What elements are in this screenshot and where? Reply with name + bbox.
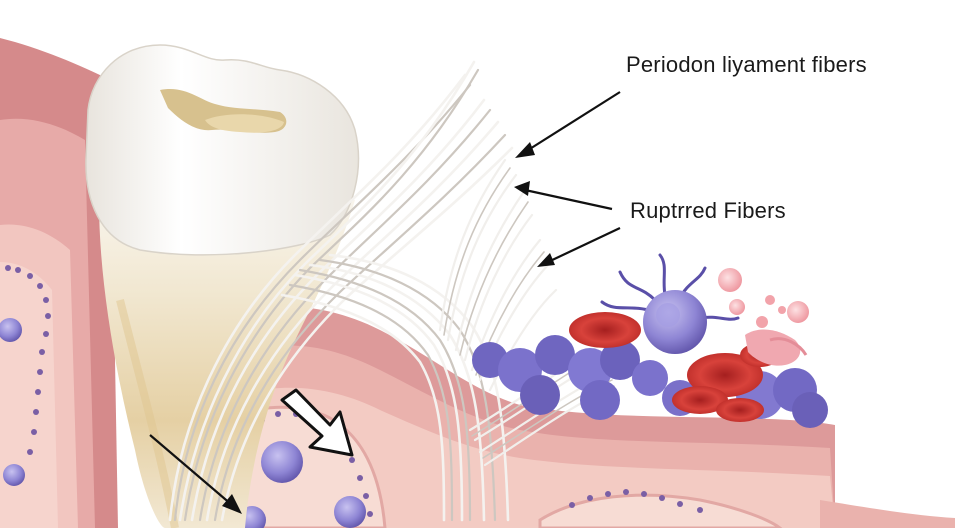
arrow-to-bone-cell — [149, 434, 233, 506]
immune-cell-bone — [261, 441, 303, 483]
white-pointer-arrow — [280, 388, 354, 457]
tissue-debris — [718, 268, 809, 366]
immune-cell-bone-lower — [334, 496, 366, 528]
macrophage-cell — [600, 253, 740, 354]
right-bone-compartment — [538, 489, 783, 528]
tooth-crown — [85, 44, 360, 256]
arrow-to-ruptured-fibers-2 — [547, 227, 621, 263]
annotation-arrows — [149, 91, 621, 514]
periodontal-ligament-fibers-label: Periodon liyament fibers — [626, 52, 867, 77]
left-cell — [0, 318, 22, 342]
ligament-fibers — [168, 60, 616, 522]
ruptured-fibers-label: Ruptrred Fibers — [630, 198, 786, 223]
arrow-to-periodontal-fibers — [524, 91, 621, 153]
left-cell-dots — [5, 265, 51, 455]
arrow-to-ruptured-fibers-1 — [524, 188, 613, 211]
left-cell-lower — [3, 464, 25, 486]
